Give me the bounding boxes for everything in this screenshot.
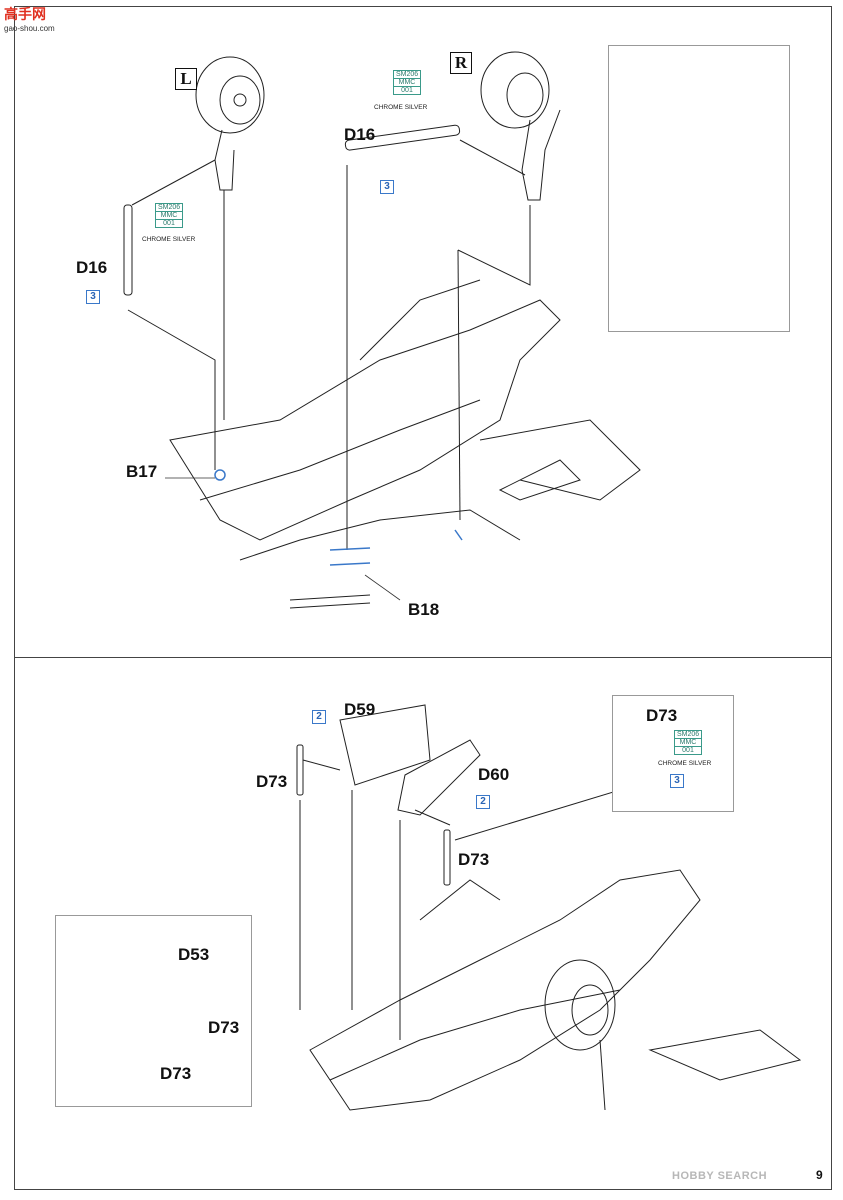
step-divider-line	[14, 657, 832, 658]
paint-line2: MMC	[675, 739, 701, 747]
wheel-detail-inset	[608, 45, 790, 332]
part-label-d16-right: D16	[344, 125, 376, 144]
instruction-sheet-frame	[14, 6, 832, 1190]
part-label-d53: D53	[178, 945, 210, 964]
part-label-d16-left: D16	[76, 258, 108, 277]
step-ref-d16-left: 3	[86, 290, 100, 304]
paint-name-upper-left: CHROME SILVER	[142, 236, 196, 243]
d16-right-part	[344, 124, 461, 151]
part-label-b18: B18	[408, 600, 440, 619]
strut-detail-inset	[612, 695, 734, 812]
part-label-d73-b: D73	[458, 850, 490, 869]
paint-code: SM206	[675, 731, 701, 739]
site-logo-text: 高手网	[4, 6, 46, 22]
part-label-d60: D60	[478, 765, 510, 784]
paint-callout-upper-left: SM206 MMC 001	[155, 203, 183, 228]
d73-rod-a	[296, 744, 304, 796]
door-detail-inset	[55, 915, 252, 1107]
part-label-d59: D59	[344, 700, 376, 719]
part-label-d73-c: D73	[208, 1018, 240, 1037]
paint-name-upper-right: CHROME SILVER	[374, 104, 428, 111]
step-ref-d16-right: 3	[380, 180, 394, 194]
paint-line2: MMC	[394, 79, 420, 87]
step-ref-d60: 2	[476, 795, 490, 809]
d60-door-part	[397, 739, 481, 816]
site-logo: 高手网 gao-shou.com	[4, 4, 55, 33]
paint-name-lower-inset: CHROME SILVER	[658, 760, 712, 767]
part-label-d73-inset: D73	[646, 706, 678, 725]
paint-line3: 001	[401, 87, 413, 94]
paint-line3: 001	[682, 747, 694, 754]
right-main-wheel	[480, 51, 550, 129]
paint-code: SM206	[156, 204, 182, 212]
page-number: 9	[816, 1168, 823, 1182]
left-side-marker: L	[175, 68, 197, 90]
part-label-b17: B17	[126, 462, 158, 481]
d59-door-part	[339, 704, 431, 786]
paint-line2: MMC	[156, 212, 182, 220]
site-url: gao-shou.com	[4, 24, 55, 33]
step-ref-d73-inset: 3	[670, 774, 684, 788]
d73-rod-b	[443, 829, 451, 886]
part-label-d73-a: D73	[256, 772, 288, 791]
step-ref-d59: 2	[312, 710, 326, 724]
part-label-d73-d: D73	[160, 1064, 192, 1083]
left-main-wheel	[195, 56, 265, 134]
paint-callout-upper-right: SM206 MMC 001	[393, 70, 421, 95]
d16-left-part	[123, 204, 133, 296]
paint-code: SM206	[394, 71, 420, 79]
paint-callout-lower-inset: SM206 MMC 001	[674, 730, 702, 755]
right-side-marker: R	[450, 52, 472, 74]
hobby-search-watermark: HOBBY SEARCH	[672, 1170, 768, 1182]
paint-line3: 001	[163, 220, 175, 227]
